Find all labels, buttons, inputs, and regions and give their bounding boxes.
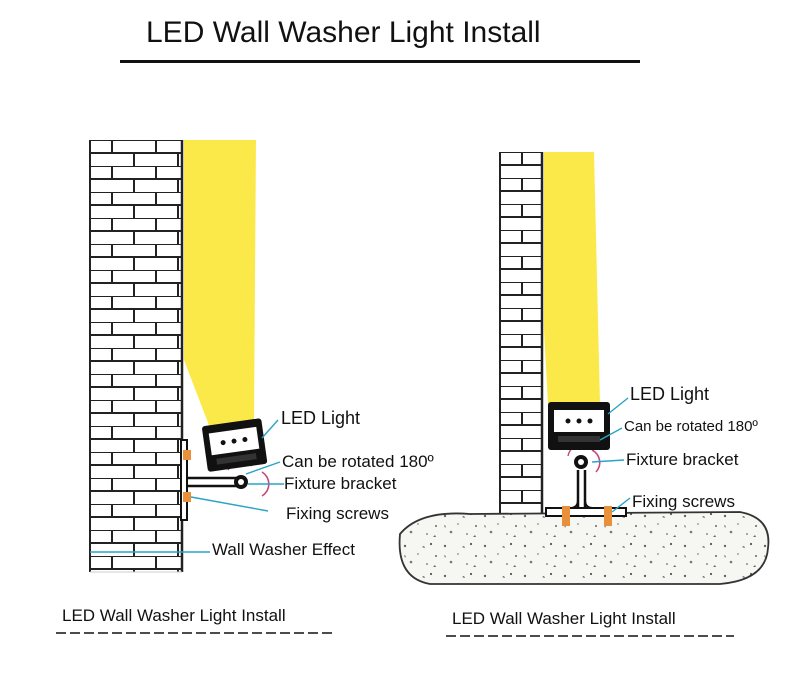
right-led-fixture (548, 402, 610, 450)
right-screw-left (562, 506, 570, 526)
right-leader-bracket (591, 459, 625, 463)
right-bracket-label: Fixture bracket (626, 450, 739, 469)
left-leader-screws (190, 496, 269, 512)
right-screws-label: Fixing screws (632, 492, 735, 511)
right-rotation-arrow-icon (591, 449, 601, 473)
left-rotate-label: Can be rotated 180º (282, 452, 434, 471)
left-leader-led-light (261, 419, 279, 439)
right-base-plate (545, 507, 627, 517)
left-led-light-label: LED Light (281, 408, 361, 428)
right-rotate-label: Can be rotated 180º (624, 418, 758, 435)
right-leader-led-light (607, 397, 629, 415)
left-caption: LED Wall Washer Light Install (62, 606, 286, 625)
left-bracket-label: Fixture bracket (284, 474, 397, 493)
right-led-light-label: LED Light (630, 384, 710, 404)
right-caption: LED Wall Washer Light Install (452, 609, 676, 628)
right-leader-rotate (599, 427, 623, 441)
right-light-beam (544, 152, 600, 404)
right-concrete-ground (398, 511, 770, 585)
left-led-fixture (202, 418, 268, 472)
left-effect-label: Wall Washer Effect (212, 540, 355, 559)
left-leader-rotate (245, 461, 281, 475)
left-bracket-arm (187, 476, 238, 488)
page-title: LED Wall Washer Light Install (146, 16, 541, 49)
right-brick-wall (500, 152, 542, 514)
title-underline (120, 60, 640, 63)
right-diagram (398, 152, 770, 637)
left-light-beam (184, 140, 256, 428)
left-brick-wall (90, 140, 182, 572)
right-leader-screws (611, 497, 631, 513)
left-mounting-plate (180, 439, 188, 521)
left-diagram (56, 140, 334, 634)
left-screws-label: Fixing screws (286, 504, 389, 523)
left-screw-top (183, 450, 191, 460)
right-bracket-arm (576, 470, 587, 508)
left-screw-bottom (183, 492, 191, 502)
right-screw-right (604, 506, 612, 526)
